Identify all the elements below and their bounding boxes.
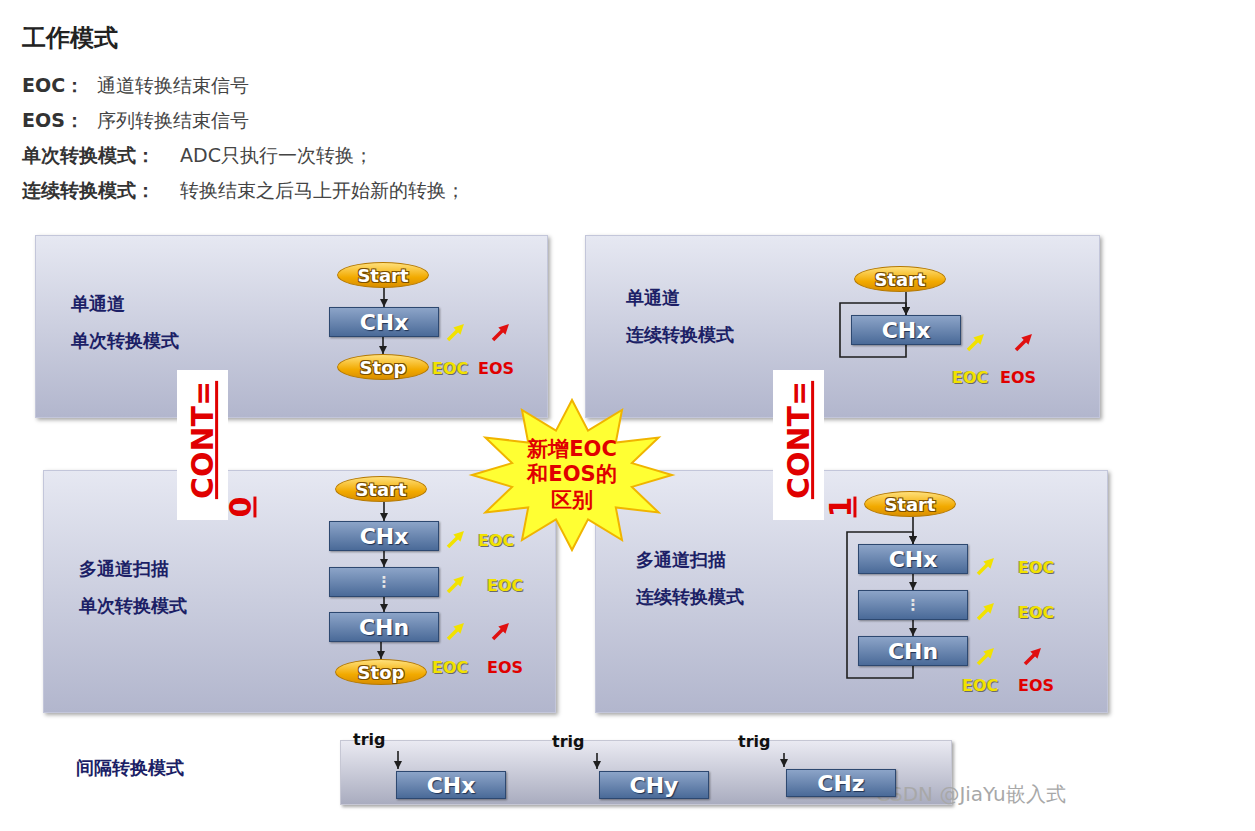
panel-heading: 单次转换模式 [71, 330, 179, 352]
ellipsis-box: ⋮ [858, 590, 968, 620]
channel-box: CHy [599, 771, 709, 799]
channel-label: CHx [360, 310, 409, 335]
start-stop-oval: Start [864, 491, 956, 517]
channel-box: CHn [858, 636, 968, 666]
intro-text: 序列转换结束信号 [97, 108, 249, 134]
start-stop-oval: Start [337, 262, 429, 288]
channel-box: CHx [329, 307, 439, 337]
channel-label: CHn [888, 639, 938, 664]
panel-heading: 单次转换模式 [79, 595, 187, 617]
cont-bit-tag: CONT=1 [773, 370, 824, 520]
watermark: CSDN @JiaYu嵌入式 [876, 781, 1066, 808]
eos-signal: EOS [487, 658, 523, 677]
cont-value: 0 [226, 497, 256, 518]
terminal-label: Start [355, 479, 406, 500]
channel-box: CHz [786, 769, 896, 797]
channel-box: CHn [329, 612, 439, 642]
panel-heading: 连续转换模式 [626, 324, 734, 346]
page-title: 工作模式 [22, 22, 118, 54]
start-stop-oval: Stop [335, 659, 427, 685]
cont-value: 1 [826, 497, 856, 518]
channel-label: CHx [882, 318, 931, 343]
ellipsis-mark: ⋮ [377, 573, 392, 591]
ellipsis-mark: ⋮ [906, 596, 921, 614]
channel-label: CHn [359, 615, 409, 640]
channel-box: CHx [329, 521, 439, 551]
terminal-label: Stop [358, 662, 405, 683]
intro-term: EOS： [22, 108, 84, 134]
callout-text: 新增EOC 和EOS的 区别 [520, 437, 624, 513]
start-stop-oval: Stop [337, 354, 429, 380]
channel-label: CHx [360, 524, 409, 549]
panel-heading: 单通道 [626, 287, 680, 309]
channel-label: CHz [817, 771, 864, 796]
eos-signal: EOS [1000, 368, 1036, 387]
mode-heading: 间隔转换模式 [76, 757, 184, 779]
start-stop-oval: Start [854, 266, 946, 292]
intro-term: EOC： [22, 73, 84, 99]
channel-box: CHx [396, 771, 506, 799]
terminal-label: Start [884, 494, 935, 515]
mode-panel: StartCHx ⋮ CHnStop 多通道扫描单次转换模式 [43, 470, 556, 713]
channel-label: CHy [630, 773, 679, 798]
eoc-signal: EOC [432, 658, 468, 677]
terminal-label: Start [357, 265, 408, 286]
intro-term: 单次转换模式： [22, 143, 155, 169]
eoc-signal: EOC [952, 368, 988, 387]
trig-signal: trig [552, 732, 584, 751]
eoc-signal: EOC [1018, 603, 1054, 622]
intro-text: ADC只执行一次转换； [180, 143, 373, 169]
panel-heading: 单通道 [71, 293, 125, 315]
intro-term: 连续转换模式： [22, 178, 155, 204]
callout-starburst: 新增EOC 和EOS的 区别 [472, 400, 672, 550]
interval-mode-band: CHxCHyCHz间隔转换模式 [340, 740, 952, 805]
eos-signal: EOS [478, 359, 514, 378]
mode-panel: StartCHx 单通道连续转换模式 [585, 235, 1100, 418]
cont-value: CONT= [784, 381, 814, 499]
intro-text: 转换结束之后马上开始新的转换； [180, 178, 465, 204]
eoc-signal: EOC [432, 359, 468, 378]
eoc-signal: EOC [962, 676, 998, 695]
mode-panel: StartCHxStop 单通道单次转换模式 [35, 235, 548, 418]
eos-signal: EOS [1018, 676, 1054, 695]
terminal-label: Start [874, 269, 925, 290]
eoc-signal: EOC [487, 576, 523, 595]
eoc-signal: EOC [478, 531, 514, 550]
panel-heading: 连续转换模式 [636, 586, 744, 608]
panel-heading: 多通道扫描 [79, 558, 169, 580]
channel-box: CHx [851, 315, 961, 345]
channel-box: CHx [858, 544, 968, 574]
intro-text: 通道转换结束信号 [97, 73, 249, 99]
start-stop-oval: Start [335, 476, 427, 502]
trig-signal: trig [353, 730, 385, 749]
channel-label: CHx [427, 773, 476, 798]
ellipsis-box: ⋮ [329, 567, 439, 597]
eoc-signal: EOC [1018, 558, 1054, 577]
trig-signal: trig [738, 732, 770, 751]
terminal-label: Stop [360, 357, 407, 378]
channel-label: CHx [889, 547, 938, 572]
cont-bit-tag: CONT=0 [177, 370, 228, 520]
cont-value: CONT= [188, 381, 218, 499]
panel-heading: 多通道扫描 [636, 549, 726, 571]
